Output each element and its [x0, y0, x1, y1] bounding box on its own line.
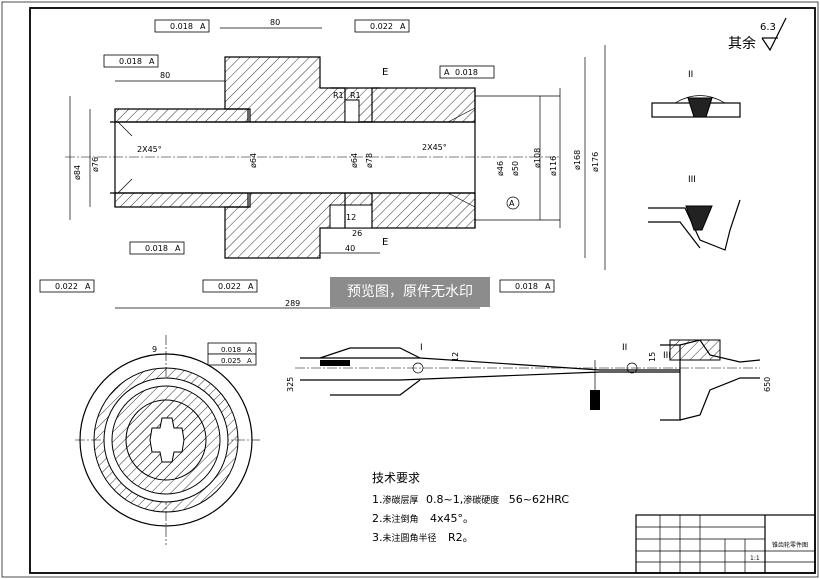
assembly-label-ii: II: [622, 343, 627, 353]
svg-text:A: A: [175, 244, 181, 253]
assembly-view: I II III 325 650 12 15: [286, 339, 772, 421]
tolerance-frame-10: 0.025 A: [207, 353, 257, 366]
datum-a-marker: [506, 196, 520, 210]
section-e-top: E: [382, 67, 388, 78]
title-block: 锥齿轮零件图 1:1: [635, 514, 816, 574]
svg-text:0.018: 0.018: [170, 22, 193, 31]
datum-a-label: A: [509, 199, 515, 208]
detail-ii-label: II: [688, 70, 693, 80]
svg-text:A: A: [200, 22, 206, 31]
svg-text:A: A: [400, 22, 406, 31]
detail-iii-label: III: [688, 175, 696, 185]
svg-text:A: A: [85, 282, 91, 291]
tech-req-item-2: 2.未注倒角 4x45°。: [372, 512, 474, 525]
section-e-bottom: E: [382, 237, 388, 248]
dim-12: 12: [346, 213, 356, 222]
dim-dia-64-mid: ø64: [350, 153, 359, 168]
technical-requirements: 技术要求 1.渗碳层厚 0.8~1,渗碳硬度 56~62HRC 2.未注倒角 4…: [372, 471, 569, 544]
dim-r1-b: R1: [350, 91, 361, 100]
assembly-label-i: I: [420, 343, 423, 353]
dim-dia-46: ø46: [496, 161, 505, 176]
main-section-view: 80 80 289 40 26 12 R1 R1 2X45° 2X45° ø84…: [65, 18, 606, 309]
dim-r1-a: R1: [333, 91, 344, 100]
svg-text:0.022: 0.022: [370, 22, 393, 31]
dim-dia-64-left: ø64: [249, 153, 258, 168]
tolerance-frame-7: 0.022 A: [202, 279, 258, 293]
tech-req-item-3: 3.未注圆角半径 R2。: [372, 531, 474, 544]
dim-dia-108: ø108: [533, 148, 542, 168]
dim-80-top: 80: [270, 18, 280, 27]
roughness-symbol: [761, 17, 787, 52]
dim-dia-168: ø168: [573, 150, 582, 170]
svg-text:0.022: 0.022: [55, 282, 78, 291]
dim-dia-84: ø84: [73, 165, 82, 180]
roughness-value-label: 6.3: [760, 22, 776, 33]
svg-text:A: A: [444, 68, 450, 77]
svg-text:0.018: 0.018: [145, 244, 168, 253]
svg-text:A: A: [149, 57, 155, 66]
dim-289: 289: [285, 299, 300, 308]
dim-dia-50: ø50: [511, 161, 520, 176]
assembly-label-iii: III: [663, 351, 671, 361]
sheet-inner-border: [29, 7, 816, 574]
tolerance-frame-9: 0.018 A: [207, 342, 257, 355]
assembly-dim-15: 15: [648, 352, 657, 362]
roughness-other-label: 其余: [728, 35, 756, 52]
tolerance-frame-4: 0.018 A: [439, 65, 495, 79]
tolerance-frame-6: 0.022 A: [39, 279, 95, 293]
dim-40: 40: [345, 244, 355, 253]
tolerance-frame-5: 0.018 A: [129, 241, 185, 255]
dim-dia-116: ø116: [549, 156, 558, 176]
svg-text:0.018: 0.018: [455, 68, 478, 77]
svg-text:0.018: 0.018: [515, 282, 538, 291]
svg-text:0.018: 0.018: [119, 57, 142, 66]
tolerance-frame-2: 0.022 A: [354, 19, 410, 33]
dim-26: 26: [352, 229, 362, 238]
detail-view-ii: II: [651, 70, 741, 118]
tolerance-frame-8: 0.018 A: [499, 279, 555, 293]
tech-req-item-1: 1.渗碳层厚 0.8~1,渗碳硬度 56~62HRC: [372, 493, 569, 506]
dim-dia-76: ø76: [91, 157, 100, 172]
tolerance-frame-1: 0.018 A: [154, 19, 210, 33]
svg-text:A: A: [247, 346, 252, 354]
chamfer-right: 2X45°: [422, 143, 447, 152]
assembly-dim-650: 650: [763, 377, 772, 392]
detail-view-iii: III: [648, 175, 741, 251]
svg-text:A: A: [545, 282, 551, 291]
key-width-dim: 9: [152, 345, 157, 354]
end-view: 9 0.018 A 0.025 A: [75, 335, 260, 545]
roughness-note: 其余 6.3: [728, 17, 787, 52]
svg-text:0.022: 0.022: [218, 282, 241, 291]
preview-watermark: 预览图，原件无水印: [330, 277, 490, 307]
tolerance-frame-3: 0.018 A: [103, 54, 159, 68]
svg-text:0.025: 0.025: [221, 357, 241, 365]
title-block-scale: 1:1: [750, 555, 760, 562]
assembly-dim-12: 12: [451, 352, 460, 362]
assembly-dim-325: 325: [286, 377, 295, 392]
svg-text:A: A: [248, 282, 254, 291]
tech-req-title: 技术要求: [372, 471, 420, 485]
title-block-name: 锥齿轮零件图: [772, 541, 808, 549]
chamfer-left: 2X45°: [137, 145, 162, 154]
dim-dia-78: ø78: [365, 153, 374, 168]
svg-text:0.018: 0.018: [221, 346, 241, 354]
dim-dia-176: ø176: [591, 152, 600, 172]
dim-80-left: 80: [160, 71, 170, 80]
svg-text:A: A: [247, 357, 252, 365]
